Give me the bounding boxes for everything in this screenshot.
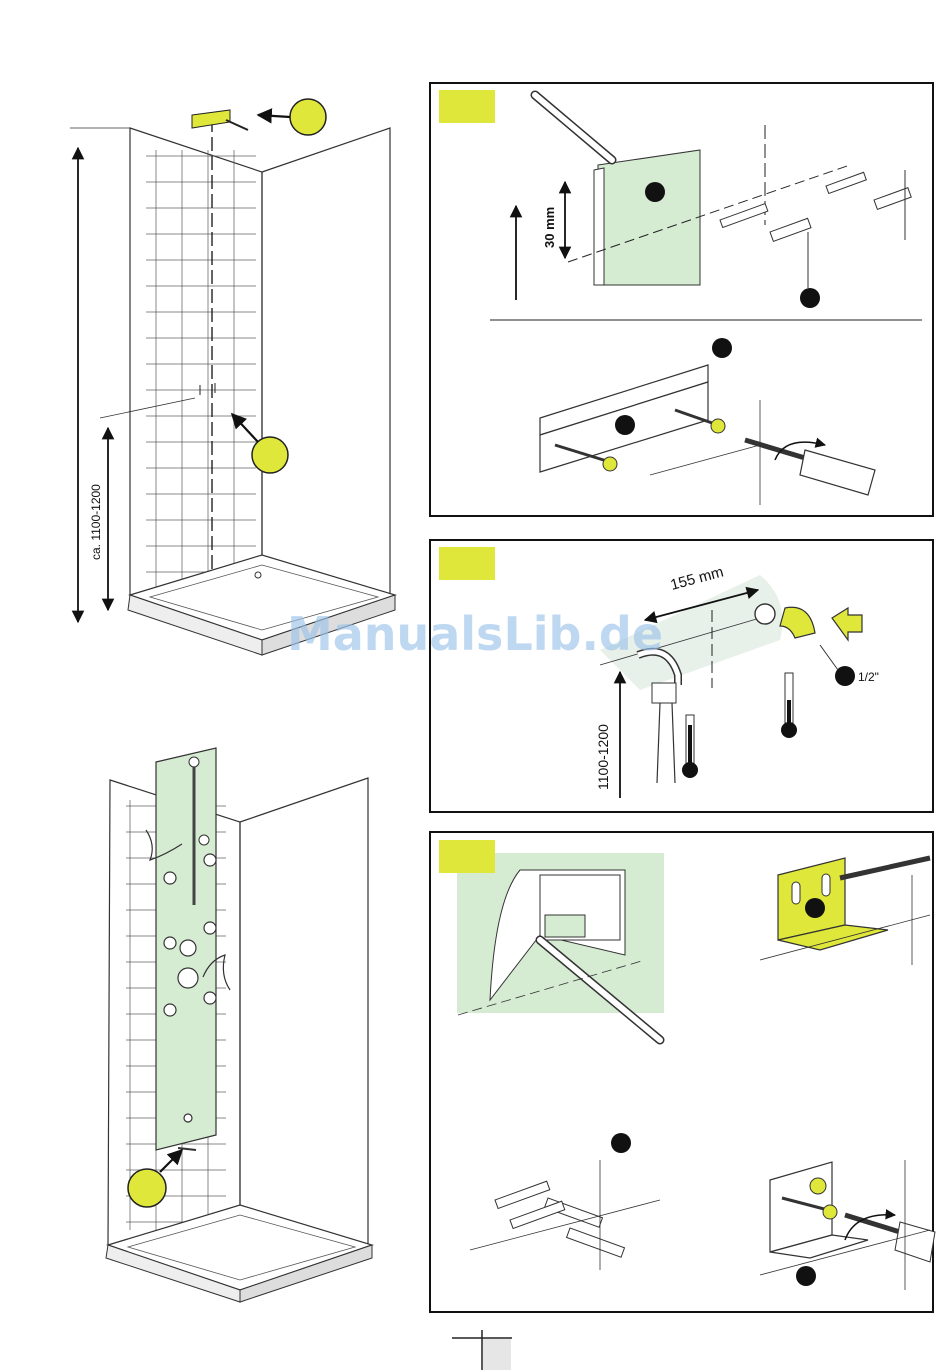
callout-dot-p2: [835, 666, 855, 686]
height-label-panel2: 1100-1200: [595, 724, 611, 790]
callout-dot-p3c: [796, 1266, 816, 1286]
step-panel-2: 155 mm 1/2" 1100-1200: [430, 540, 933, 812]
step-panel-1: 30 mm: [430, 83, 933, 516]
step-panel-3: [430, 832, 935, 1312]
page-number-box: [452, 1330, 512, 1370]
tile-grid: [146, 150, 256, 590]
callout-dot-p3a: [805, 898, 825, 918]
callout-dot-p1d: [615, 415, 635, 435]
callout-circle-top: [290, 99, 326, 135]
callout-dot-p1b: [800, 288, 820, 308]
callout-dot-p3b: [611, 1133, 631, 1153]
step-tag-2: [439, 547, 495, 580]
watermark-text: ManualsLib.de: [287, 607, 663, 661]
thread-size: 1/2": [858, 670, 879, 684]
step-tag-1: [439, 90, 495, 123]
dimension-30mm: 30 mm: [542, 207, 557, 248]
shower-panel-installed-drawing: [106, 748, 372, 1302]
callout-dot-p1a: [645, 182, 665, 202]
height-label-left: ca. 1100-1200: [89, 484, 103, 560]
callout-dot-p1c: [712, 338, 732, 358]
step-tag-3: [439, 840, 495, 873]
shower-corner-top-drawing: ca. 1100-1200: [70, 99, 395, 655]
callout-circle-bottom: [128, 1169, 166, 1207]
